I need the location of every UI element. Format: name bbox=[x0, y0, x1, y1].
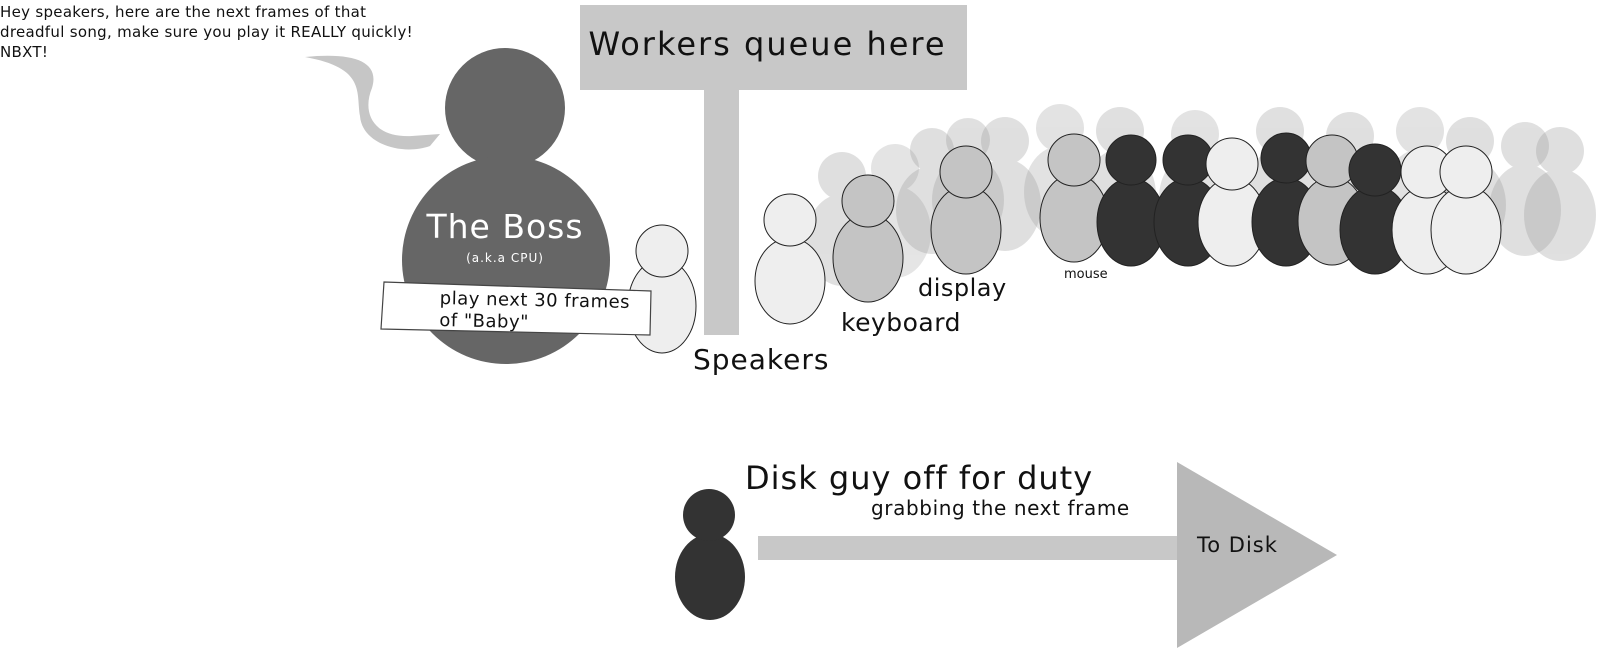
worker-label-mouse: mouse bbox=[1064, 267, 1108, 282]
worker-display-figure bbox=[832, 174, 904, 303]
worker-display-head bbox=[841, 174, 895, 228]
worker-keyboard-figure bbox=[754, 193, 826, 325]
worker-13-head bbox=[1439, 145, 1493, 199]
background-worker-body bbox=[1524, 169, 1596, 261]
worker-6-figure bbox=[1096, 134, 1166, 267]
sign-board bbox=[580, 5, 967, 90]
background-worker-head bbox=[1501, 122, 1549, 170]
worker-speakers-head bbox=[635, 224, 689, 278]
boss-subtitle: (a.k.a CPU) bbox=[466, 251, 544, 265]
worker-13-body bbox=[1430, 185, 1502, 275]
background-worker-figure bbox=[1489, 122, 1561, 256]
boss-head bbox=[445, 48, 565, 168]
worker-label-speakers: Speakers bbox=[693, 343, 830, 376]
sign-label: Workers queue here bbox=[588, 25, 947, 63]
disk-guy-subtitle: grabbing the next frame bbox=[871, 496, 1130, 520]
arrow-label: To Disk bbox=[1197, 533, 1278, 557]
boss-note-text: play next 30 frames of "Baby" bbox=[439, 288, 631, 333]
worker-6-head bbox=[1105, 134, 1157, 186]
disk-guy-head bbox=[683, 489, 735, 541]
worker-label-keyboard: keyboard bbox=[841, 308, 961, 337]
queue-sign bbox=[580, 5, 967, 335]
worker-11-head bbox=[1348, 143, 1402, 197]
worker-8-figure bbox=[1197, 137, 1267, 267]
worker-7-head bbox=[1162, 134, 1214, 186]
speech-bubble-tail bbox=[305, 55, 440, 150]
disk-guy-body bbox=[675, 534, 745, 620]
to-disk-arrow bbox=[758, 462, 1337, 648]
worker-8-head bbox=[1205, 137, 1259, 191]
worker-mouse-head bbox=[1047, 133, 1101, 187]
background-worker-figure bbox=[1524, 127, 1596, 261]
speech-bubble-text: Hey speakers, here are the next frames o… bbox=[0, 3, 413, 61]
worker-mouse-figure bbox=[1039, 133, 1109, 263]
sign-post bbox=[704, 90, 739, 335]
worker-label-display: display bbox=[918, 274, 1007, 302]
worker-11-figure bbox=[1339, 143, 1411, 275]
worker-queue bbox=[627, 104, 1596, 354]
arrow-head bbox=[1177, 462, 1337, 648]
worker-keyboard-head bbox=[763, 193, 817, 247]
boss-note-paper bbox=[380, 281, 652, 336]
background-worker-head bbox=[1536, 127, 1584, 175]
worker-keyboard-body bbox=[754, 237, 826, 325]
worker-4-figure bbox=[930, 145, 1002, 275]
worker-9-head bbox=[1260, 132, 1312, 184]
boss-title: The Boss bbox=[426, 207, 584, 246]
worker-4-body bbox=[930, 185, 1002, 275]
background-worker-head bbox=[1396, 107, 1444, 155]
disk-guy bbox=[675, 489, 745, 620]
arrow-shaft bbox=[758, 536, 1180, 560]
worker-13-figure bbox=[1430, 145, 1502, 275]
background-worker-body bbox=[1489, 164, 1561, 256]
worker-4-head bbox=[939, 145, 993, 199]
background-worker-head bbox=[981, 117, 1029, 165]
disk-guy-title: Disk guy off for duty bbox=[745, 459, 1094, 497]
